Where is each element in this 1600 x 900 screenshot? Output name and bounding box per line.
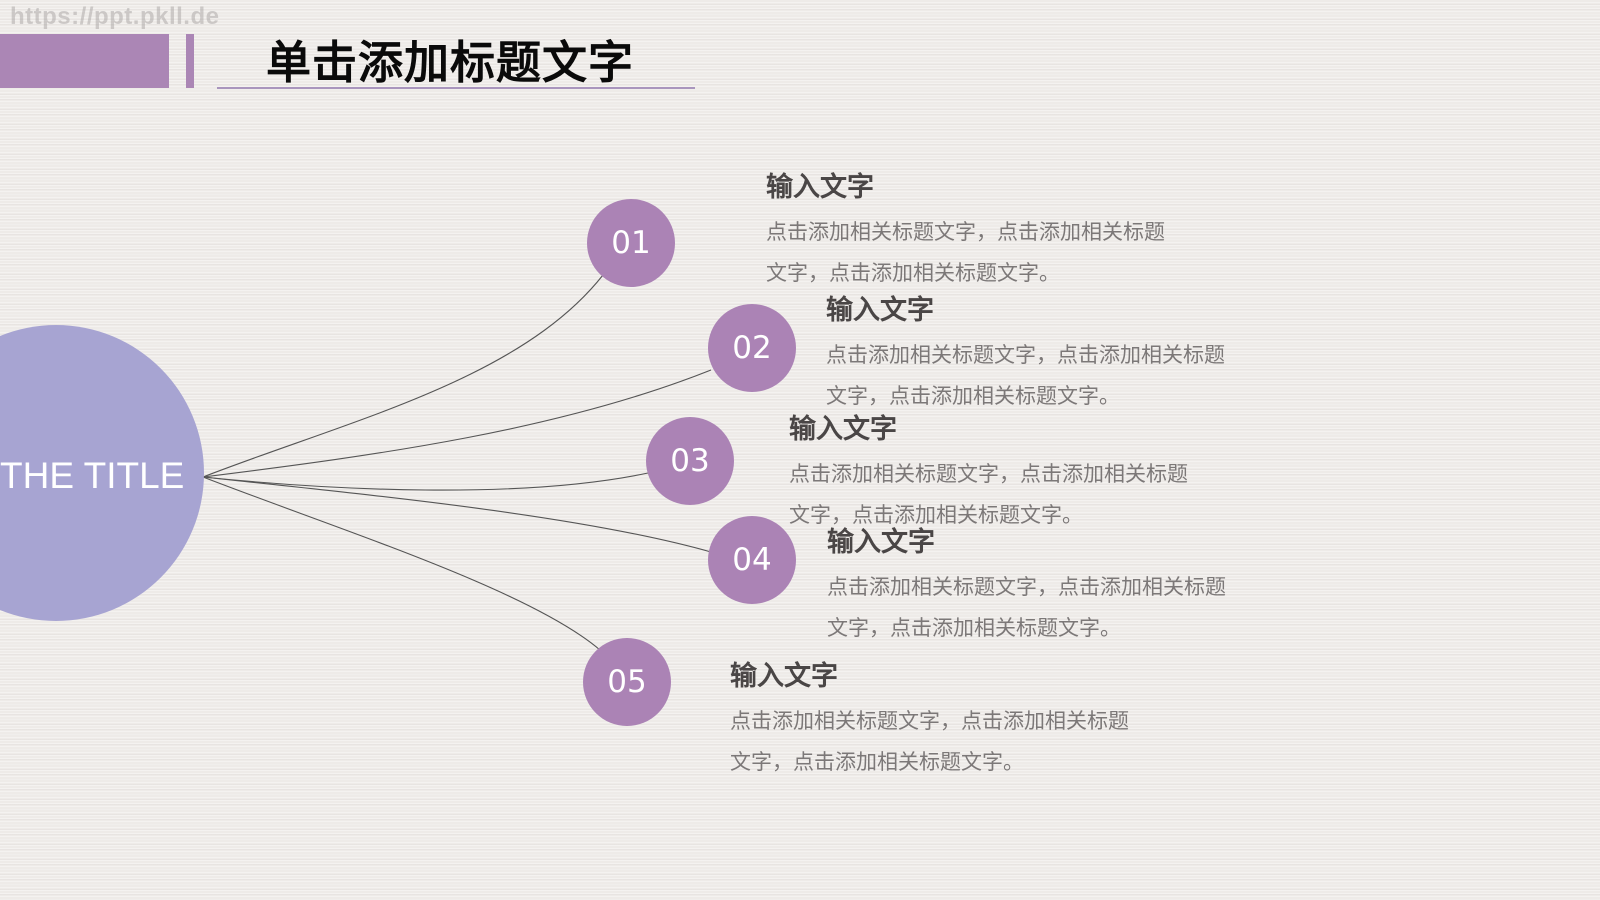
item-heading[interactable]: 输入文字 (826, 295, 934, 326)
header-accent-bar (0, 34, 169, 88)
item-body-line[interactable]: 文字，点击添加相关标题文字。 (827, 616, 1121, 640)
item-text-05[interactable]: 输入文字 点击添加相关标题文字，点击添加相关标题 文字，点击添加相关标题文字。 (730, 660, 1129, 783)
item-heading[interactable]: 输入文字 (827, 527, 935, 558)
node-number: 02 (732, 330, 772, 366)
node-number: 01 (611, 225, 651, 261)
page-title[interactable]: 单击添加标题文字 (266, 36, 635, 89)
connector-01 (202, 274, 604, 478)
item-body-line[interactable]: 点击添加相关标题文字，点击添加相关标题 (827, 575, 1226, 599)
item-text-03[interactable]: 输入文字 点击添加相关标题文字，点击添加相关标题 文字，点击添加相关标题文字。 (789, 413, 1188, 536)
node-circle-05: 05 (583, 638, 671, 726)
node-number: 04 (732, 542, 772, 578)
item-heading[interactable]: 输入文字 (789, 414, 897, 445)
item-heading[interactable]: 输入文字 (766, 172, 874, 203)
central-title-label[interactable]: THE TITLE (0, 455, 185, 496)
node-number: 05 (607, 664, 647, 700)
item-text-04[interactable]: 输入文字 点击添加相关标题文字，点击添加相关标题 文字，点击添加相关标题文字。 (827, 526, 1226, 649)
node-circle-04: 04 (708, 516, 796, 604)
item-body-line[interactable]: 文字，点击添加相关标题文字。 (730, 750, 1024, 774)
item-body-line[interactable]: 点击添加相关标题文字，点击添加相关标题 (730, 709, 1129, 733)
header-accent-stripe (186, 34, 194, 88)
item-heading[interactable]: 输入文字 (730, 661, 838, 692)
item-body-line[interactable]: 点击添加相关标题文字，点击添加相关标题 (789, 462, 1188, 486)
connector-02 (202, 369, 712, 478)
title-underline (217, 87, 695, 89)
watermark-url: https://ppt.pkll.de (10, 3, 220, 30)
node-circle-01: 01 (587, 199, 675, 287)
item-text-01[interactable]: 输入文字 点击添加相关标题文字，点击添加相关标题 文字，点击添加相关标题文字。 (766, 171, 1165, 294)
connector-03 (202, 472, 649, 491)
item-body-line[interactable]: 点击添加相关标题文字，点击添加相关标题 (826, 343, 1225, 367)
connector-04 (202, 476, 712, 553)
node-circle-03: 03 (646, 417, 734, 505)
item-body-line[interactable]: 文字，点击添加相关标题文字。 (826, 384, 1120, 408)
item-body-line[interactable]: 点击添加相关标题文字，点击添加相关标题 (766, 220, 1165, 244)
node-circle-02: 02 (708, 304, 796, 392)
connector-05 (202, 476, 601, 651)
item-body-line[interactable]: 文字，点击添加相关标题文字。 (766, 261, 1060, 285)
item-body-line[interactable]: 文字，点击添加相关标题文字。 (789, 503, 1083, 527)
item-text-02[interactable]: 输入文字 点击添加相关标题文字，点击添加相关标题 文字，点击添加相关标题文字。 (826, 294, 1225, 417)
node-number: 03 (670, 443, 710, 479)
